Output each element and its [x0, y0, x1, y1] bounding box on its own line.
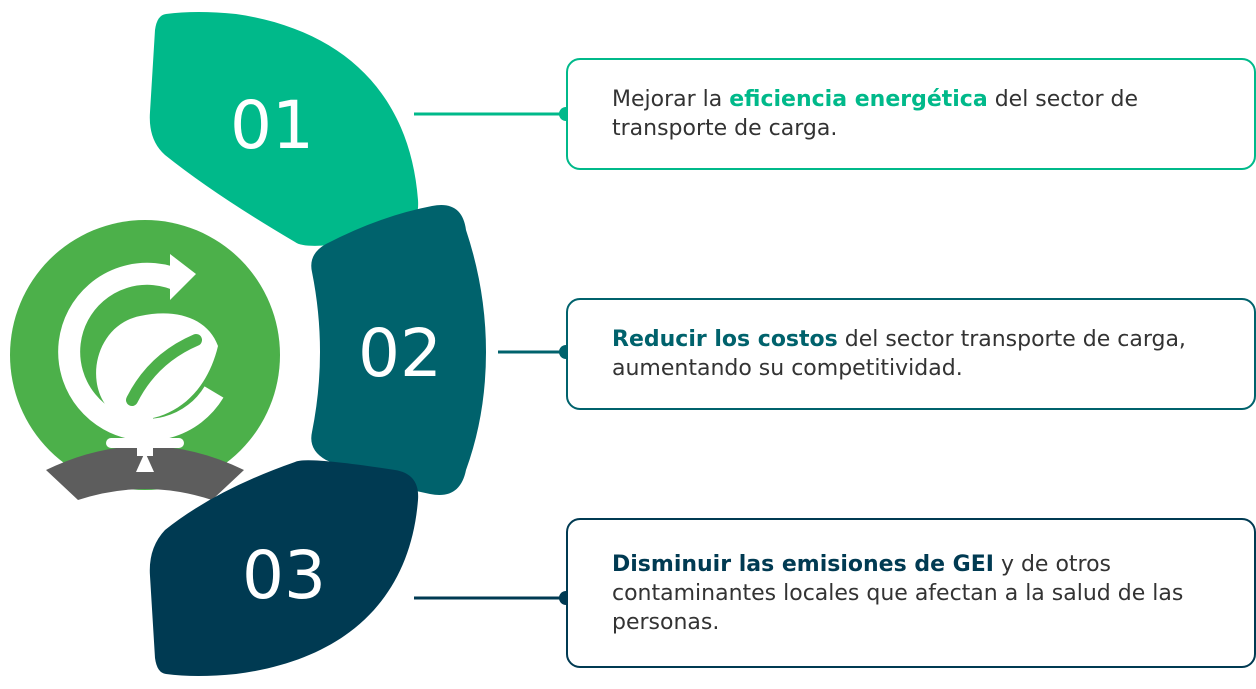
- leaf-vein: [126, 334, 202, 406]
- connector-3: [414, 591, 573, 605]
- petal-shape: [311, 205, 486, 495]
- step-1-card: Mejorar la eficiencia energética del sec…: [566, 58, 1256, 170]
- logo-stand-base: [106, 438, 184, 448]
- step-2-text: Reducir los costos del sector transporte…: [612, 325, 1234, 383]
- text-after: y de otros contaminantes locales que afe…: [612, 551, 1184, 635]
- highlight: eficiencia energética: [729, 87, 988, 112]
- step-1-text: Mejorar la eficiencia energética del sec…: [612, 85, 1234, 143]
- step-2-card: Reducir los costos del sector transporte…: [566, 298, 1256, 410]
- petal-shape: [149, 12, 419, 246]
- step-number: 03: [242, 537, 326, 614]
- logo: [10, 220, 280, 500]
- step-3-card: Disminuir las emisiones de GEI y de otro…: [566, 518, 1256, 668]
- road-icon: [46, 446, 244, 500]
- step-3-text: Disminuir las emisiones de GEI y de otro…: [612, 550, 1234, 637]
- arrow-head-icon: [170, 254, 196, 300]
- recycle-arrow-icon: [58, 262, 224, 441]
- highlight: Disminuir las emisiones de GEI: [612, 551, 994, 577]
- highlight: Reducir los costos: [612, 327, 838, 352]
- step-1-petal: 01: [149, 12, 419, 246]
- connector-2: [498, 345, 573, 359]
- connector-1: [414, 107, 573, 121]
- step-number: 01: [230, 87, 314, 164]
- text-after: del sector transporte de carga, aumentan…: [612, 327, 1186, 381]
- text-before: Mejorar la: [612, 87, 730, 112]
- petal-shape: [149, 460, 419, 676]
- step-2-petal: 02: [311, 205, 486, 495]
- text-after: del sector de transporte de carga.: [612, 87, 1139, 141]
- step-number: 02: [358, 315, 442, 392]
- step-3-petal: 03: [149, 460, 419, 676]
- road-marker-icon: [136, 452, 154, 472]
